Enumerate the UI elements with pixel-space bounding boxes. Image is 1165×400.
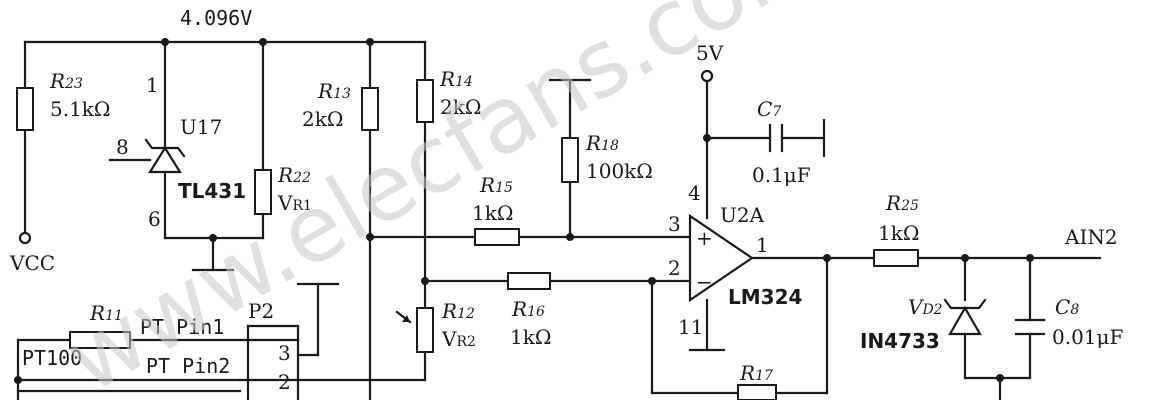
u17-ref: U17 xyxy=(180,115,222,139)
r15-name: R15 xyxy=(479,173,513,197)
resistor-r11 xyxy=(69,331,131,349)
pt-pin2-label: PT Pin2 xyxy=(146,354,230,378)
resistor-r22 xyxy=(254,169,272,215)
r25-value: 1kΩ xyxy=(878,221,919,245)
c8-value: 0.01μF xyxy=(1052,325,1124,349)
c7-name: C7 xyxy=(757,97,781,121)
r16-value: 1kΩ xyxy=(510,325,551,349)
ain2-label: AIN2 xyxy=(1064,225,1118,249)
u2a-ref: U2A xyxy=(720,203,765,227)
resistor-r25 xyxy=(873,249,919,267)
r12-value: VR2 xyxy=(441,327,476,351)
r14-value: 2kΩ xyxy=(440,95,481,119)
5v-terminal xyxy=(700,69,714,83)
u17-pin6: 6 xyxy=(148,207,161,231)
vref-label: 4.096V xyxy=(180,6,252,30)
r23-name: R23 xyxy=(49,69,83,93)
p2-pin2-label: 2 xyxy=(278,370,291,394)
resistor-r12 xyxy=(416,307,434,353)
vd2-part: IN4733 xyxy=(860,329,940,353)
r13-value: 2kΩ xyxy=(302,107,343,131)
u2a-plus: + xyxy=(696,226,713,250)
u2a-pin3: 3 xyxy=(668,212,681,236)
r23-value: 5.1kΩ xyxy=(50,97,111,121)
u17-part: TL431 xyxy=(178,179,246,203)
pt-pin1-label: PT Pin1 xyxy=(140,315,224,339)
resistor-r18 xyxy=(561,137,579,183)
vcc-terminal xyxy=(18,231,32,245)
resistor-r17 xyxy=(737,384,777,400)
u2a-minus: − xyxy=(696,270,713,294)
r11-name: R11 xyxy=(89,301,123,325)
wires xyxy=(16,40,1102,400)
capacitor-c8 xyxy=(1014,318,1046,336)
junction-dots xyxy=(14,38,1034,384)
r15-value: 1kΩ xyxy=(472,201,513,225)
r18-value: 100kΩ xyxy=(586,159,653,183)
resistor-r16 xyxy=(507,272,551,290)
vd2-name: VD2 xyxy=(908,295,943,319)
resistor-r14 xyxy=(416,79,434,123)
zener-diode-vd2-icon xyxy=(943,298,987,336)
capacitor-c7 xyxy=(768,123,784,153)
u17-pin8: 8 xyxy=(116,135,129,159)
r12-name: R12 xyxy=(441,299,475,323)
r17-name: R17 xyxy=(739,361,773,385)
p2-label: P2 xyxy=(248,299,274,323)
5v-label: 5V xyxy=(696,41,724,65)
p2-pin3-label: 3 xyxy=(278,341,291,365)
r22-name: R22 xyxy=(277,163,311,187)
r25-name: R25 xyxy=(885,191,919,215)
c8-name: C8 xyxy=(1055,295,1079,319)
c7-value: 0.1μF xyxy=(752,163,811,187)
u2a-part: LM324 xyxy=(728,285,802,309)
opamp-lm324-icon xyxy=(688,213,754,303)
u2a-pin11: 11 xyxy=(678,315,703,339)
resistor-r13 xyxy=(361,87,379,131)
u2a-pin4: 4 xyxy=(688,181,701,205)
r13-name: R13 xyxy=(317,79,351,103)
pt100-label: PT100 xyxy=(22,346,82,370)
wiper-arrow-icon xyxy=(402,315,410,322)
r22-value: VR1 xyxy=(277,191,312,215)
tl431-shunt-regulator-icon xyxy=(144,138,186,174)
u2a-pin2: 2 xyxy=(668,256,681,280)
vcc-label: VCC xyxy=(9,251,55,275)
u17-pin1: 1 xyxy=(146,73,159,97)
resistor-r15 xyxy=(474,228,520,246)
r16-name: R16 xyxy=(511,297,545,321)
resistor-r23 xyxy=(16,87,34,131)
r14-name: R14 xyxy=(439,67,473,91)
u2a-pin1: 1 xyxy=(756,233,769,257)
r18-name: R18 xyxy=(585,131,619,155)
